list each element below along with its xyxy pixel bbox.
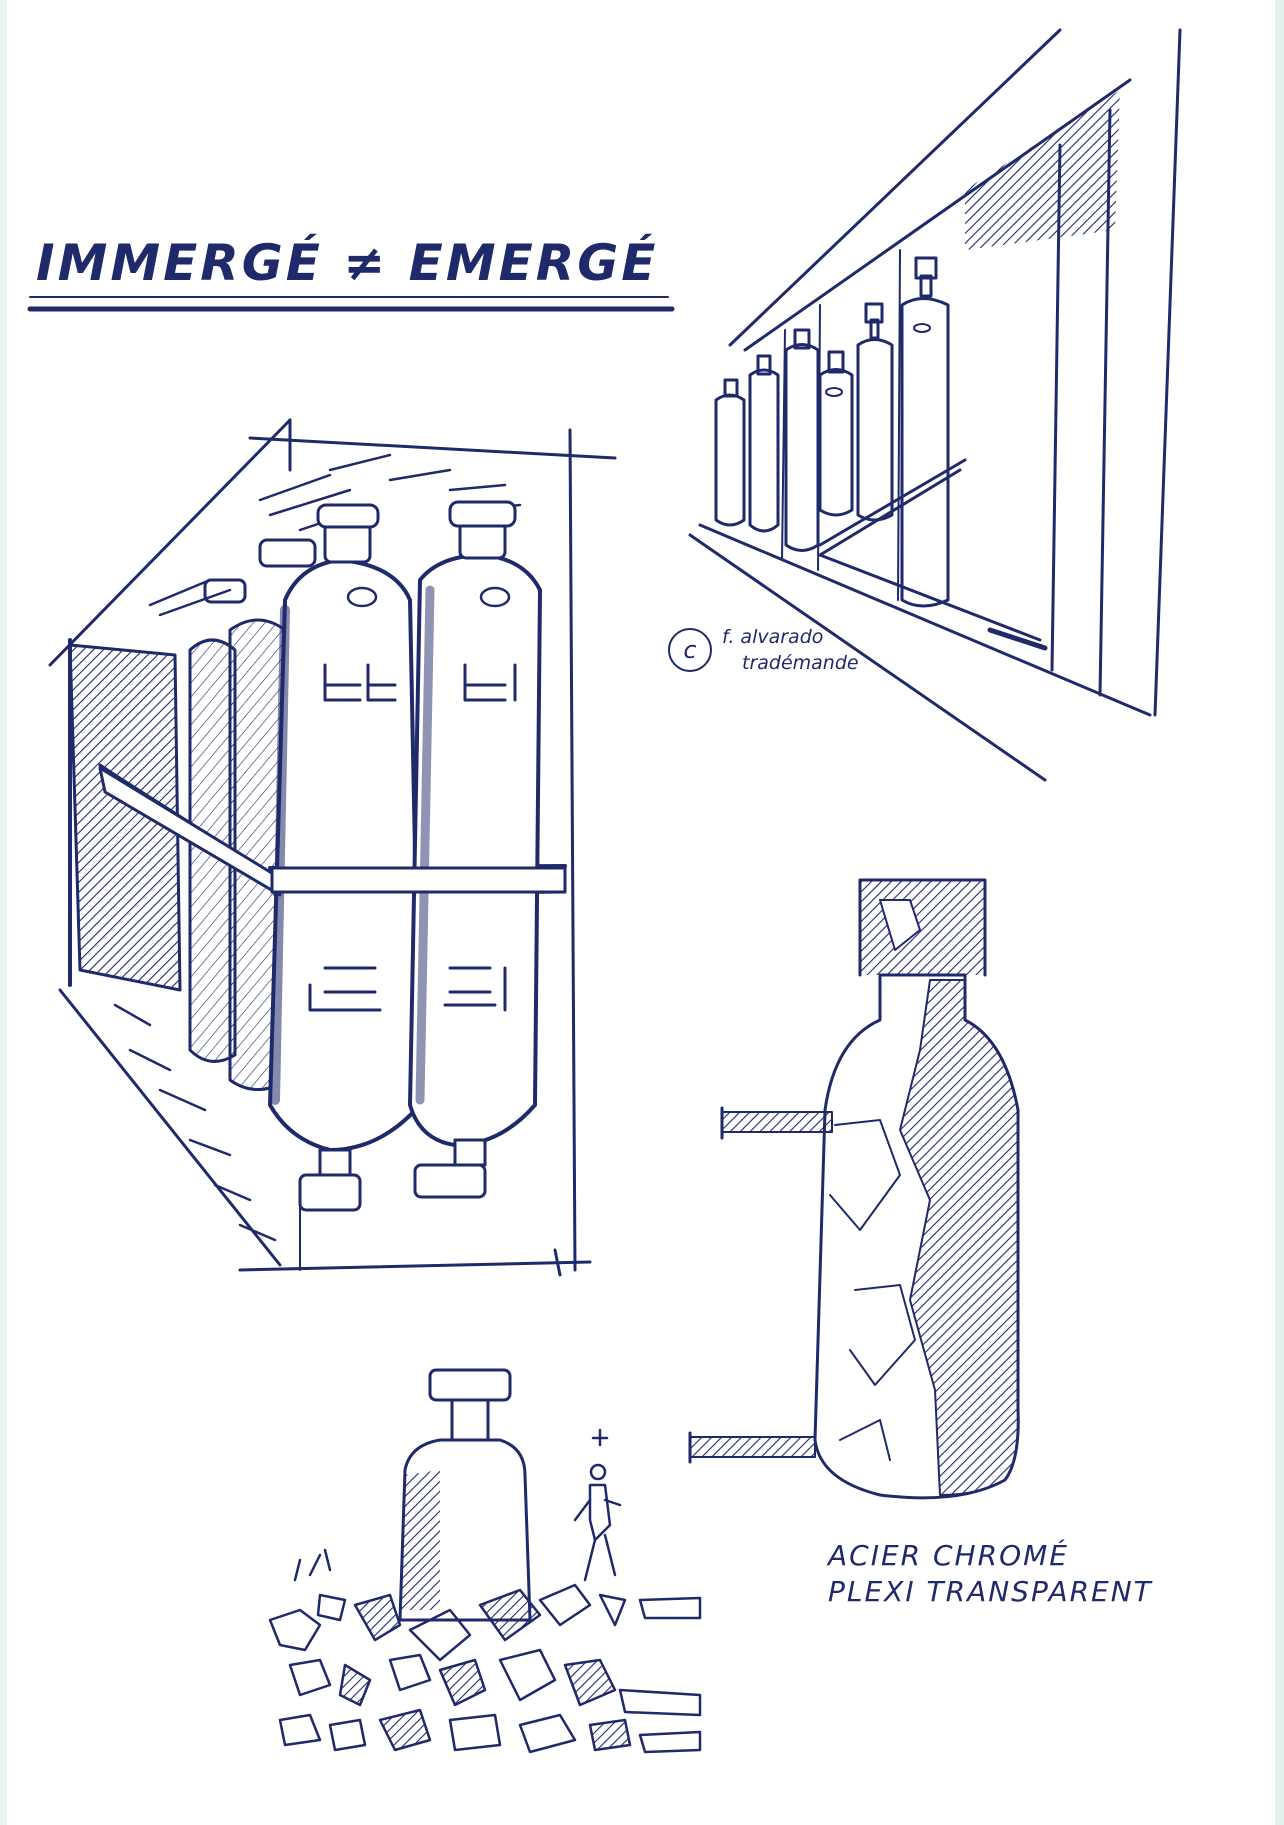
page-edge-left (0, 0, 7, 1825)
material-caption: ACIER CHROMÉ PLEXI TRANSPARENT (828, 1538, 1188, 1610)
page-title: IMMERGÉ ≠ EMERGÉ (36, 234, 659, 292)
wall-niche-sketch (688, 28, 1182, 782)
caption-line2: PLEXI TRANSPARENT (828, 1575, 1153, 1608)
page-edge-right (1275, 0, 1284, 1825)
copyright-signature: c f. alvarado tradémande (668, 624, 908, 694)
signature-line1: f. alvarado (722, 626, 824, 648)
large-bottle-sketch (688, 878, 1020, 1500)
bottle-shelf-sketch (48, 418, 617, 1277)
caption-line1: ACIER CHROMÉ (828, 1539, 1069, 1572)
copyright-icon: c (668, 628, 712, 672)
bottle-rocks-sketch (268, 1368, 702, 1754)
title-underline (27, 296, 675, 312)
signature-line2: tradémande (742, 652, 859, 674)
